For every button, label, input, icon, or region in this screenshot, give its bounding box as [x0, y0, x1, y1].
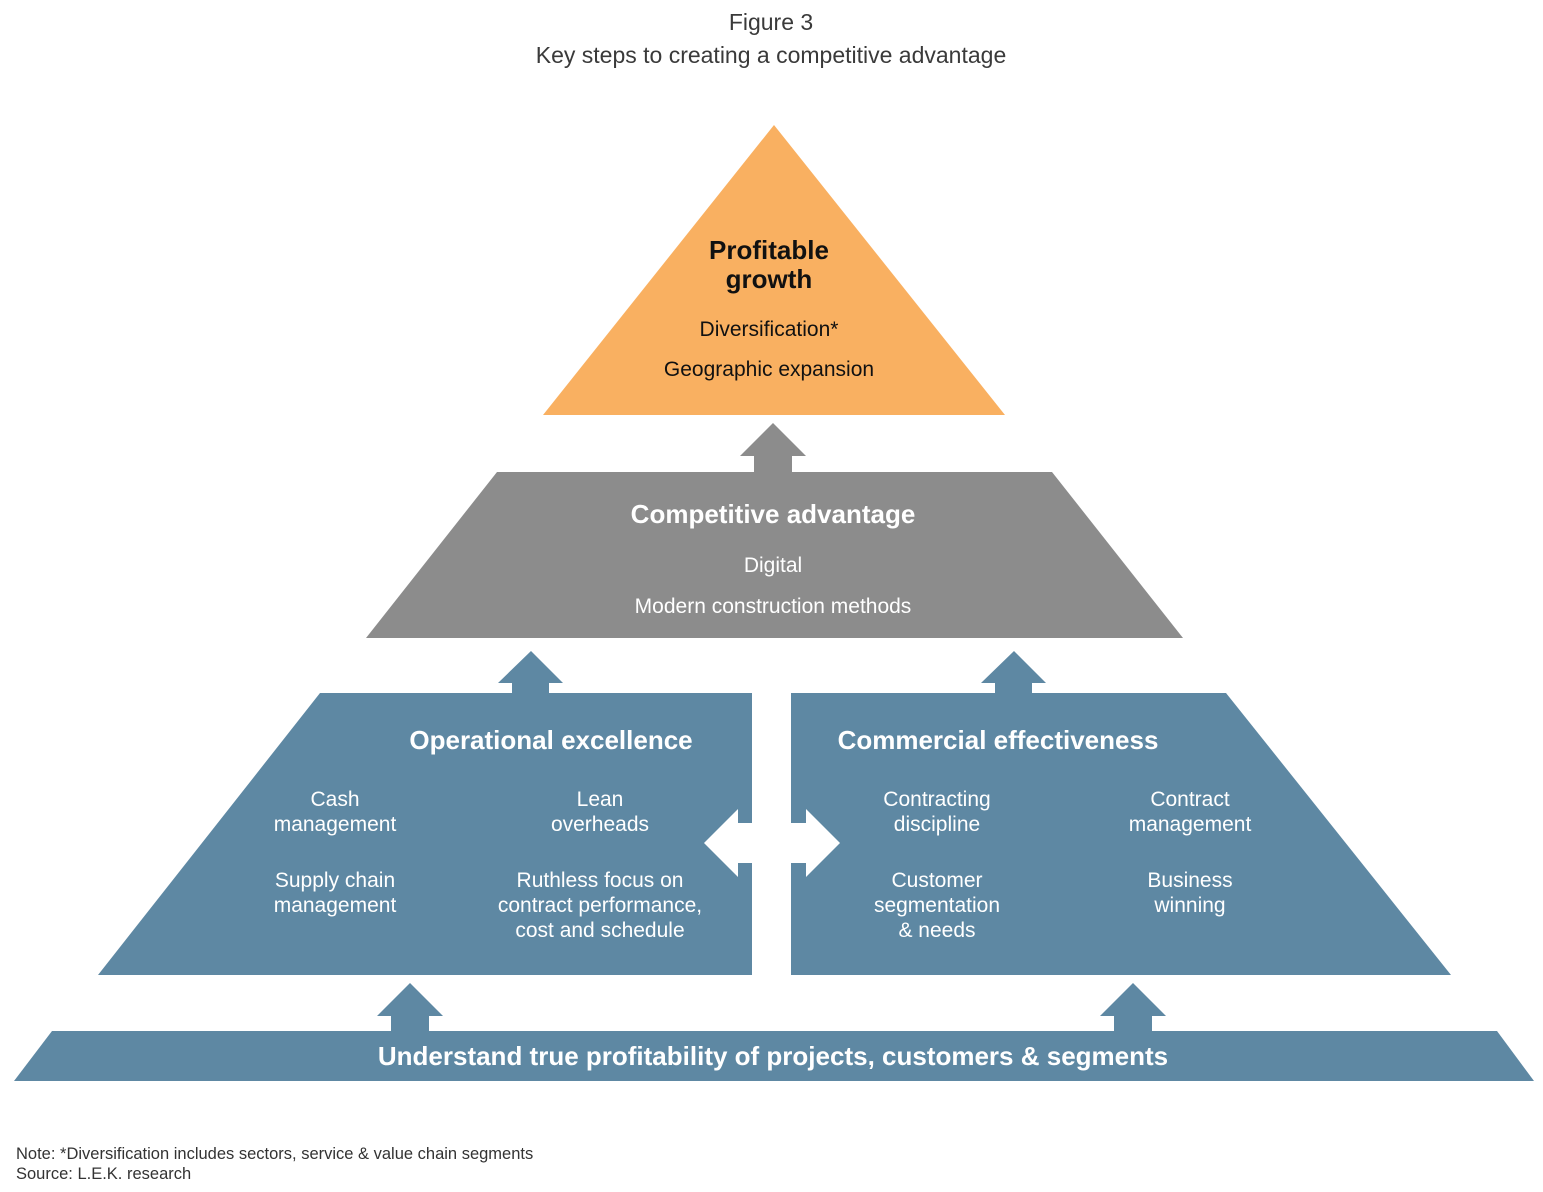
op-ruthless-line2: contract performance,: [498, 894, 702, 917]
source-note: Source: L.E.K. research: [16, 1165, 192, 1183]
com-business-line1: Business: [1147, 869, 1232, 892]
left-arrow-icon: [704, 809, 752, 877]
base-bar: [14, 1031, 1534, 1081]
op-cash-line1: Cash: [310, 788, 359, 811]
op-lean-line1: Lean: [577, 788, 624, 811]
middle-item-modern: Modern construction methods: [635, 595, 912, 618]
apex-item-geographic: Geographic expansion: [664, 358, 874, 381]
apex-item-diversification: Diversification*: [700, 318, 839, 341]
arrow-up-to-apex: [740, 423, 806, 472]
com-contract-mgmt-line2: management: [1129, 813, 1252, 836]
operational-block: [98, 693, 752, 975]
apex-title-line1: Profitable: [709, 235, 829, 265]
op-ruthless-line1: Ruthless focus on: [517, 869, 684, 892]
commercial-block: [791, 693, 1451, 975]
middle-item-digital: Digital: [744, 554, 802, 577]
arrow-up-right-to-commercial: [1100, 983, 1166, 1031]
middle-title: Competitive advantage: [631, 499, 916, 529]
apex-triangle: [543, 125, 1005, 415]
arrow-up-right-to-middle: [981, 651, 1046, 693]
com-business-line2: winning: [1153, 894, 1225, 917]
right-arrow-icon: [791, 809, 840, 877]
arrow-up-left-to-middle: [498, 651, 563, 693]
com-contract-mgmt-line1: Contract: [1150, 788, 1230, 811]
operational-title: Operational excellence: [409, 725, 692, 755]
op-supply-line1: Supply chain: [275, 869, 395, 892]
com-customer-line2: segmentation: [874, 894, 1000, 917]
apex-title-line2: growth: [726, 264, 813, 294]
com-contracting-line1: Contracting: [883, 788, 990, 811]
op-cash-line2: management: [274, 813, 397, 836]
com-contracting-line2: discipline: [894, 813, 980, 836]
commercial-title: Commercial effectiveness: [838, 725, 1159, 755]
middle-trapezoid: [366, 472, 1183, 638]
base-title: Understand true profitability of project…: [378, 1041, 1168, 1071]
op-lean-line2: overheads: [551, 813, 649, 836]
com-customer-line3: & needs: [898, 919, 975, 942]
footnote: Note: *Diversification includes sectors,…: [16, 1145, 534, 1163]
op-ruthless-line3: cost and schedule: [515, 919, 684, 942]
figure-label: Figure 3: [729, 9, 813, 35]
op-supply-line2: management: [274, 894, 397, 917]
com-customer-line1: Customer: [891, 869, 982, 892]
arrow-up-left-to-operational: [377, 983, 443, 1031]
figure-title: Key steps to creating a competitive adva…: [536, 42, 1007, 68]
